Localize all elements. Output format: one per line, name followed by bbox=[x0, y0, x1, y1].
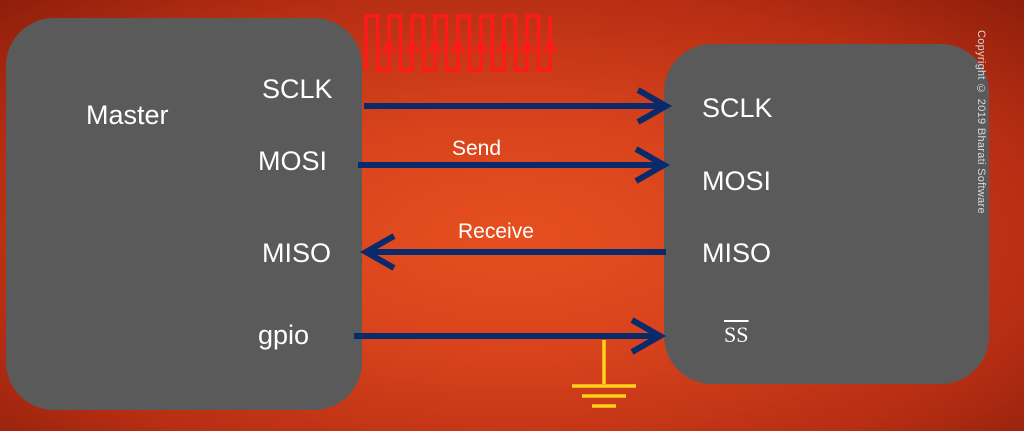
clock-edge-arrow bbox=[542, 39, 558, 53]
gpio-ss-arrow bbox=[354, 317, 667, 355]
slave-pin-ss: SS bbox=[724, 322, 749, 347]
slave-pin-miso: MISO bbox=[702, 238, 772, 268]
master-title: Master bbox=[86, 100, 169, 130]
ground-icon bbox=[572, 340, 636, 408]
clock-edge-arrow bbox=[427, 39, 443, 53]
mosi-arrow bbox=[358, 146, 671, 184]
copyright-notice: Copyright © 2019 Bharati Software bbox=[975, 30, 987, 214]
sclk-arrow bbox=[364, 87, 673, 125]
slave-device-box bbox=[664, 44, 989, 384]
master-pin-gpio: gpio bbox=[258, 320, 310, 350]
clock-edge-arrow bbox=[404, 39, 420, 53]
miso-arrow bbox=[359, 233, 666, 271]
send-label: Send bbox=[452, 137, 502, 160]
clock-edge-arrow bbox=[519, 39, 535, 53]
slave-pin-sclk: SCLK bbox=[702, 93, 773, 123]
receive-label: Receive bbox=[458, 220, 534, 243]
clock-edge-arrow bbox=[473, 39, 489, 53]
clock-edge-arrow bbox=[381, 39, 397, 53]
clock-edge-arrow bbox=[450, 39, 466, 53]
master-pin-miso: MISO bbox=[262, 238, 332, 268]
master-pin-mosi: MOSI bbox=[258, 146, 328, 176]
master-pin-sclk: SCLK bbox=[262, 74, 333, 104]
master-device-box bbox=[6, 18, 362, 410]
slave-pin-mosi: MOSI bbox=[702, 166, 772, 196]
clock-waveform-icon bbox=[364, 14, 558, 72]
clock-edge-arrow bbox=[496, 39, 512, 53]
